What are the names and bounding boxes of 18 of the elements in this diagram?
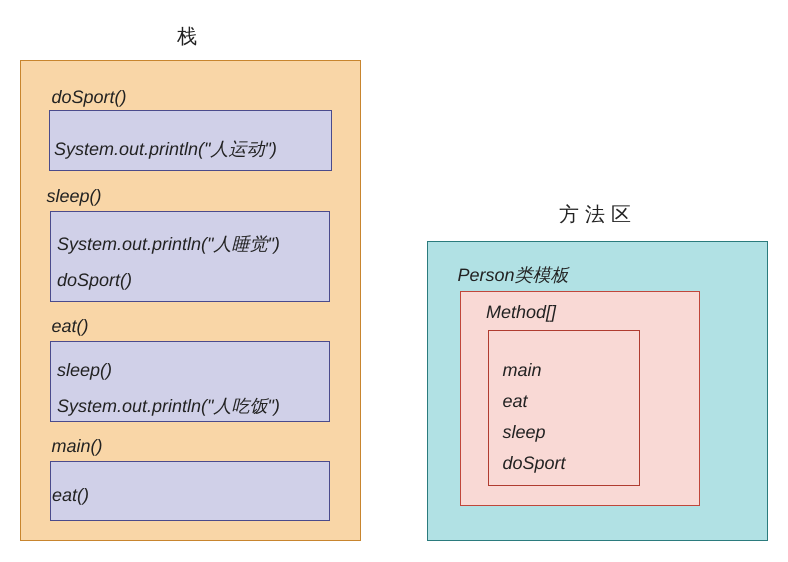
frame-title: main() [52, 434, 103, 458]
code-line: doSport() [57, 269, 132, 292]
frame-title: eat() [52, 314, 89, 338]
code-line: eat() [52, 484, 90, 507]
method-name: sleep [502, 420, 546, 444]
area-title: 栈 [177, 25, 203, 49]
box-title: Method[] [486, 301, 556, 324]
method-name: main [502, 358, 542, 382]
frame-title: sleep() [46, 184, 102, 208]
code-line: System.out.println("人吃饭") [57, 395, 280, 418]
method-name: doSport [502, 452, 566, 474]
code-line: sleep() [57, 359, 112, 382]
code-line: System.out.println("人运动") [54, 138, 277, 161]
method-name: eat [502, 390, 528, 412]
box-title: Person类模板 [458, 264, 569, 286]
code-line: System.out.println("人睡觉") [57, 233, 280, 256]
area-title: 方法区 [559, 203, 637, 227]
frame-title: doSport() [52, 86, 127, 108]
